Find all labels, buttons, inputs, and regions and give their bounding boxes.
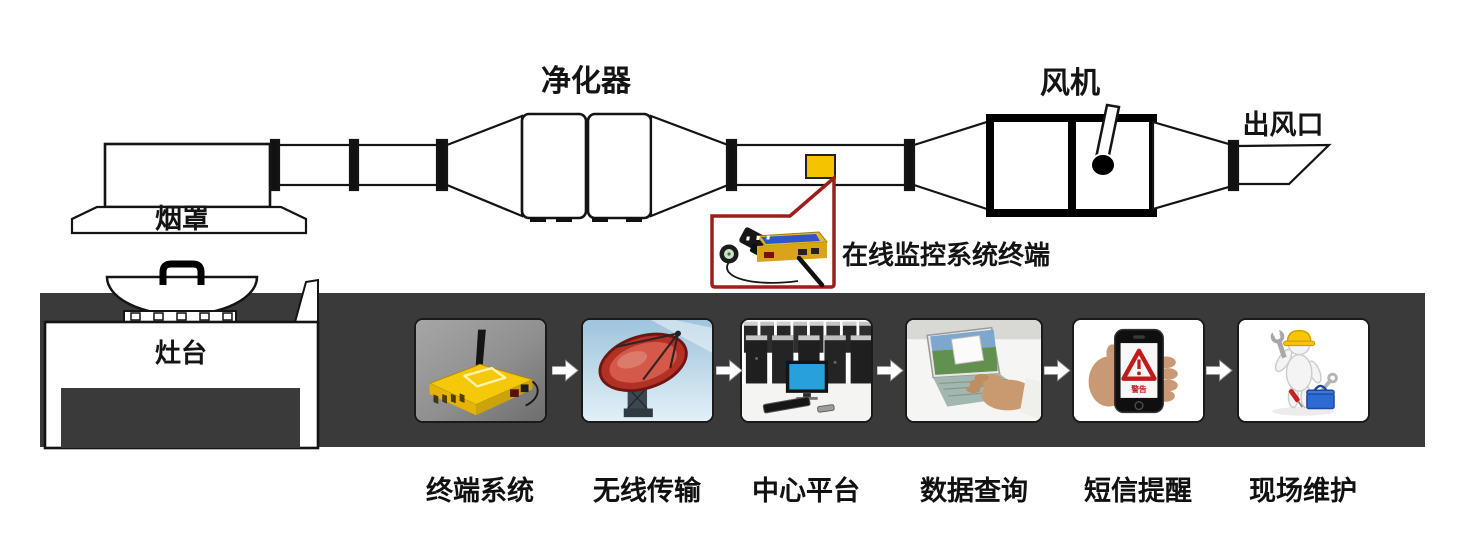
hood-label: 烟罩 [155, 204, 209, 234]
terminal-device-photo [416, 320, 545, 421]
step-tile-data-query [905, 318, 1043, 423]
terminal-callout-label: 在线监控系统终端 [842, 240, 1051, 270]
step-tile-wireless [581, 318, 714, 423]
fan-label: 风机 [1040, 67, 1100, 100]
duct-section-1 [268, 138, 449, 192]
fan-shape [912, 103, 1240, 217]
outlet-label: 出风口 [1242, 110, 1324, 140]
step-label-sms-alert: 短信提醒 [1084, 476, 1192, 506]
flow-arrow-icon [1206, 359, 1233, 382]
terminal-callout-box [710, 174, 836, 289]
flow-arrow-icon [552, 359, 579, 382]
duct-flange [348, 138, 360, 192]
phone-warning-text: 警告 [1131, 384, 1147, 394]
purifier-shape [445, 112, 730, 222]
stove-shape [43, 260, 320, 450]
smoke-hood-shape [70, 142, 308, 235]
toolbox-icon [1306, 384, 1335, 410]
monitor-sensor-marker [805, 154, 836, 179]
step-label-terminal-system: 终端系统 [426, 476, 534, 506]
wok-shape [105, 275, 259, 317]
wok-handle [159, 260, 205, 285]
terminal-device-illustration [719, 227, 828, 288]
step-label-wireless: 无线传输 [593, 476, 701, 506]
laptop-hands-photo [907, 320, 1041, 421]
stove-label: 灶台 [154, 338, 207, 368]
step-label-data-query: 数据查询 [920, 476, 1028, 506]
duct-flange [903, 138, 916, 192]
duct-flange [1227, 139, 1240, 192]
air-outlet-shape [1236, 143, 1332, 186]
wrench-icon [1270, 329, 1287, 359]
duct-flange [269, 138, 281, 192]
flow-arrow-icon [716, 359, 743, 382]
worker-toolbox-photo [1239, 320, 1368, 421]
satellite-dish-photo [583, 320, 712, 421]
step-label-central-platform: 中心平台 [752, 476, 860, 506]
purifier-label: 净化器 [541, 65, 631, 98]
flow-arrow-icon [1044, 359, 1071, 382]
step-label-maintenance: 现场维护 [1249, 476, 1357, 506]
duct-flange [725, 138, 738, 192]
flow-arrow-icon [877, 359, 904, 382]
screwdriver-icon [1288, 389, 1304, 408]
server-room-photo [742, 320, 871, 421]
step-tile-sms-alert: 警告 [1072, 318, 1205, 423]
phone-warning-photo: 警告 [1074, 320, 1203, 421]
step-tile-terminal-system [414, 318, 547, 423]
step-tile-maintenance [1237, 318, 1370, 423]
step-tile-central-platform [740, 318, 873, 423]
duct-flange [435, 138, 449, 192]
